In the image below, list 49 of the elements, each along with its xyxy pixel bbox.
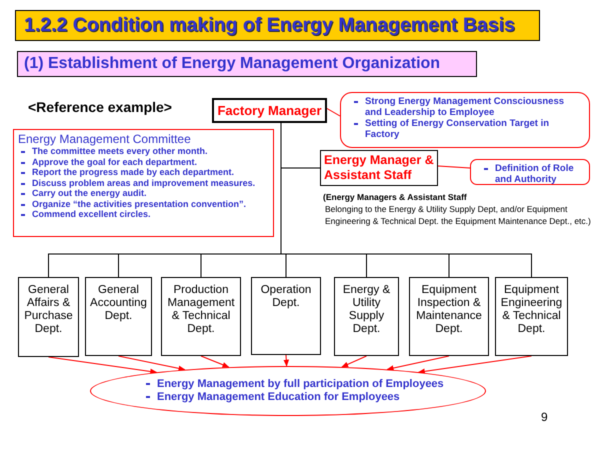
manager-box [212, 98, 327, 123]
arrow [48, 356, 158, 374]
callout-bubble [470, 159, 590, 185]
department-box [495, 277, 568, 356]
department-box [161, 277, 241, 356]
department-box [409, 277, 489, 356]
node-text: Energy & Utility Supply Dept. [342, 284, 392, 336]
bullet-text: Energy Management by full participation of Employees [143, 378, 485, 391]
bullet-text: Organize “the activities presentation convention”. [18, 198, 269, 209]
bullet-text: Energy Management Education for Employees [143, 391, 485, 404]
bullet-text: Report the progress made by each department. [18, 167, 269, 178]
node-text: Energy Manager & Assistant Staff [324, 153, 434, 183]
bullet-text: Setting of Energy Conservation Target in Factory [351, 118, 583, 140]
department-box [334, 277, 399, 356]
staff-note: (Energy Managers & Assistant Staff [323, 191, 468, 203]
staff-note: Belonging to the Energy & Utility Supply Dept, and/or Equipment Engineering & Technical Dept. the Equipment Maintenance Dept., etc.) [324, 203, 592, 227]
connector-line [326, 108, 340, 116]
reference-heading: <Reference example> [28, 99, 172, 115]
arrow [418, 356, 532, 374]
callout-bubble [340, 92, 590, 148]
connector-line [280, 122, 532, 278]
arrow [386, 356, 450, 371]
bullet-text: Discuss problem areas and improvement measures. [18, 178, 269, 188]
department-box [251, 277, 321, 355]
arrow [283, 354, 290, 367]
bullet-text: Definition of Role and Authority [481, 163, 583, 185]
committee-heading: Energy Management Committee [18, 132, 192, 146]
arrow [118, 356, 186, 372]
node-text: Equipment Engineering & Technical Dept. [500, 284, 564, 336]
bullet-text: Strong Energy Management Consciousness and Leadership to Employee [351, 96, 583, 118]
title-banner: 1.2.2 Condition making of Energy Management Basis [15, 10, 540, 41]
node-text: Equipment Inspection & Maintenance Dept. [415, 284, 483, 336]
bullet-text: Commend excellent circles. [18, 209, 269, 220]
node-text: General Affairs & Purchase Dept. [23, 284, 74, 336]
arrow [341, 356, 367, 368]
page-number: 9 [541, 410, 548, 424]
bullet-text: Approve the goal for each department. [18, 156, 269, 167]
node-text: Production Management & Technical Dept. [166, 284, 236, 336]
committee-box [13, 129, 274, 237]
subtitle-banner: (1) Establishment of Energy Management Organization [17, 51, 477, 77]
node-text: General Accounting Dept. [89, 284, 148, 323]
node-text: Factory Manager [216, 102, 323, 118]
department-box [85, 277, 152, 356]
node-text: Operation Dept. [260, 284, 312, 310]
department-box [18, 277, 79, 357]
bullet-text: The committee meets every other month. [18, 146, 269, 156]
connector-line [438, 166, 470, 168]
bullet-text: Carry out the energy audit. [18, 188, 269, 198]
arrow [200, 356, 230, 368]
